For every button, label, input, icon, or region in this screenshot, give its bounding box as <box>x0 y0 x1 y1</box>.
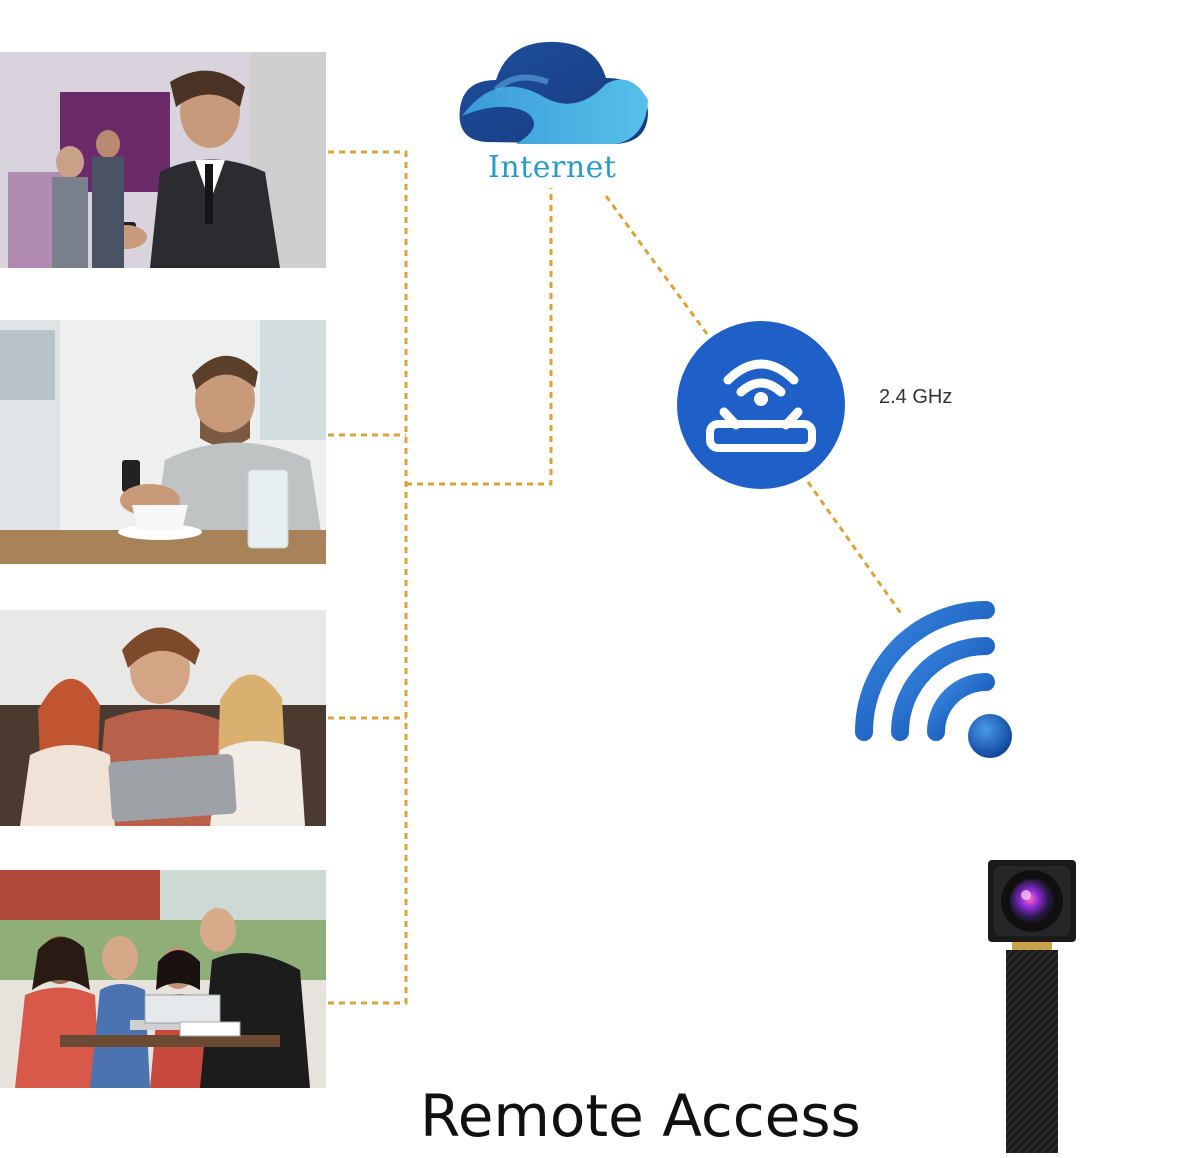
connector-internet-router <box>604 195 712 339</box>
family-tablet-photo <box>0 610 326 826</box>
internet-label: Internet <box>488 150 617 185</box>
cloud-icon <box>456 30 652 160</box>
connector-to-internet <box>406 188 553 486</box>
camera-module-icon <box>984 858 1080 1153</box>
group-laptop-photo <box>0 870 326 1088</box>
connector-vertical-bus <box>328 150 408 1005</box>
businessman-phone-photo <box>0 52 326 268</box>
man-phone-table-photo <box>0 320 326 564</box>
remote-access-title: Remote Access <box>420 1082 861 1150</box>
router-icon <box>676 320 846 490</box>
wifi-signal-icon <box>850 596 1020 766</box>
frequency-label: 2.4 GHz <box>879 386 953 408</box>
